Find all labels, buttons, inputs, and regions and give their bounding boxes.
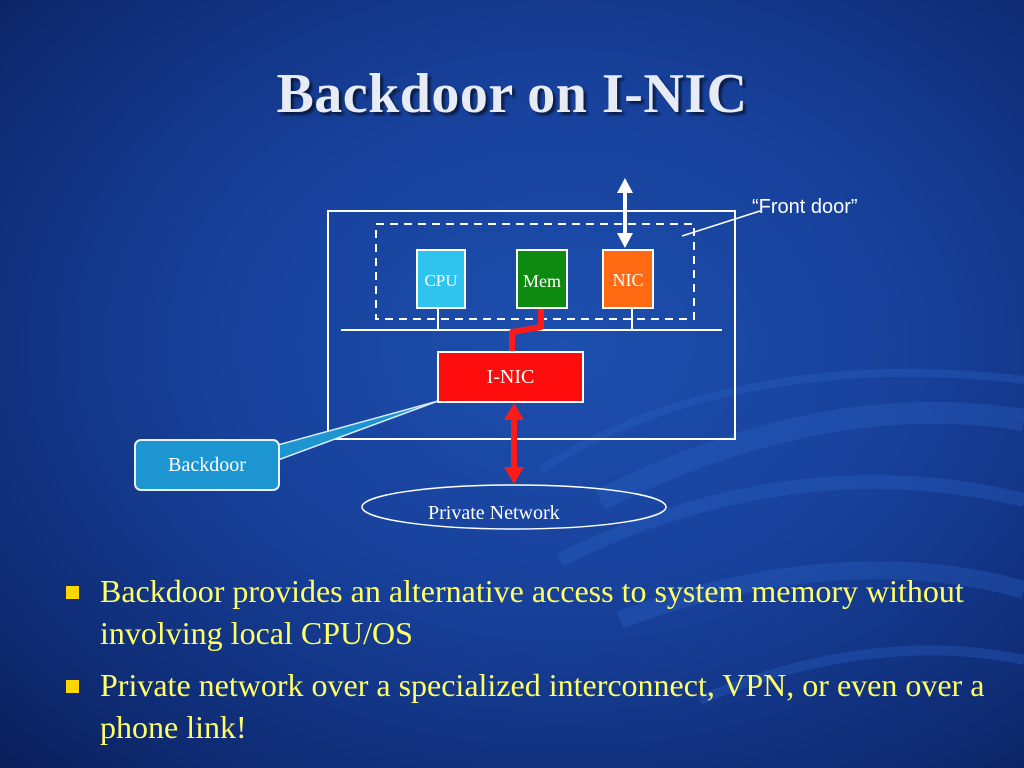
- inic-label: I-NIC: [486, 365, 535, 388]
- mem-box: Mem: [516, 249, 568, 309]
- slide-title: Backdoor on I-NIC: [276, 63, 748, 125]
- mem-label: Mem: [523, 271, 561, 291]
- bullet-list: Backdoor provides an alternative access …: [62, 570, 992, 758]
- backdoor-callout-pointer: [273, 400, 439, 461]
- nic-box: NIC: [602, 249, 654, 309]
- backdoor-label: Backdoor: [168, 453, 246, 476]
- nic-label: NIC: [612, 270, 644, 290]
- square-bullet-icon: [66, 680, 79, 693]
- host-box: [327, 210, 736, 440]
- bullet-text: Backdoor provides an alternative access …: [100, 573, 964, 651]
- private-network-ellipse: [361, 484, 667, 530]
- cpu-box: CPU: [416, 249, 466, 309]
- bullet-item: Backdoor provides an alternative access …: [62, 570, 992, 654]
- private-network-arrow: [504, 403, 524, 484]
- square-bullet-icon: [66, 586, 79, 599]
- inic-box: I-NIC: [437, 351, 584, 403]
- backdoor-memory-link: [509, 309, 544, 351]
- front-door-arrow: [617, 178, 633, 248]
- front-door-callout-line: [681, 210, 761, 237]
- private-network-label: Private Network: [428, 502, 560, 524]
- host-dashed-region: [375, 223, 695, 320]
- bullet-item: Private network over a specialized inter…: [62, 664, 992, 748]
- backdoor-callout: Backdoor: [134, 439, 280, 491]
- front-door-label: “Front door”: [752, 196, 858, 218]
- bullet-text: Private network over a specialized inter…: [100, 667, 985, 745]
- cpu-label: CPU: [424, 271, 458, 290]
